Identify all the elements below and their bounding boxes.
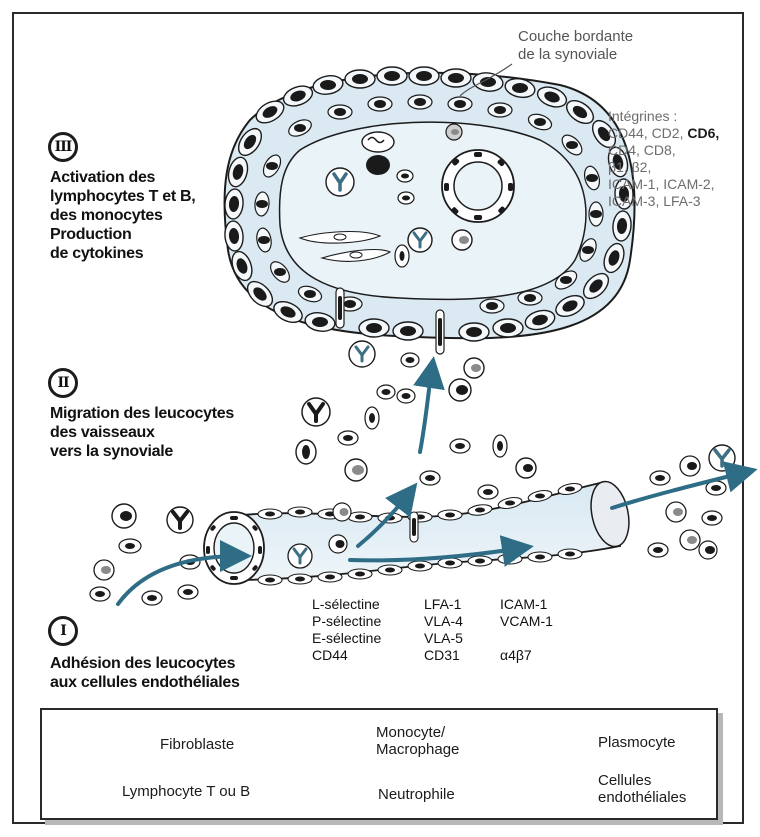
stage-2-text: Migration des leucocytes des vaisseaux v… [50,405,234,460]
legend-lymphocyte-label: Lymphocyte T ou B [122,783,251,800]
stage-3-text: Activation des lymphocytes T et B, des m… [50,169,196,262]
blood-vessel [203,480,630,586]
migrating-cells [295,340,537,500]
synovial-membrane [223,66,636,355]
synovial-lining-label: Couche bordante de la synoviale [518,28,634,63]
layer-pointer-line [459,63,513,97]
flow-arrows [116,356,758,606]
molecules-column-1: L-sélectine P-sélectine E-sélectine CD44 [312,596,382,663]
arrow-exiting-vessel [356,482,418,548]
legend-fibroblast-label: Fibroblaste [160,736,235,753]
legend-endothelial-label: Cellules endothéliales [598,772,687,806]
cavity-cells [298,123,473,268]
arrow-entering-vessel [116,540,252,606]
legend-plasmocyte-label: Plasmocyte [598,734,676,751]
molecules-column-2: LFA-1 VLA-4 VLA-5 CD31 [424,596,463,663]
legend-box [40,708,718,820]
blood-cells-left [89,503,201,606]
integrins-list: Intégrines : CD44, CD2, CD6, CD4, CD8, β… [608,108,720,209]
legend-neutrophil-label: Neutrophile [378,786,455,803]
stage-2-numeral: II [48,368,78,398]
synovial-capillary [441,149,515,223]
stage-1-numeral: I [48,616,78,646]
blood-cells-right [647,444,736,560]
arrow-to-synovium [413,356,445,454]
stage-3-numeral: III [48,132,78,162]
legend-monocyte-label: Monocyte/ Macrophage [376,724,460,758]
integrins-title: Intégrines : [608,108,678,124]
molecules-column-3: ICAM-1 VCAM-1 α4β7 [500,596,553,663]
arrow-vessel-flow [348,535,534,567]
arrow-exiting-right [610,461,758,510]
stage-1-text: Adhésion des leucocytes aux cellules end… [50,655,240,691]
